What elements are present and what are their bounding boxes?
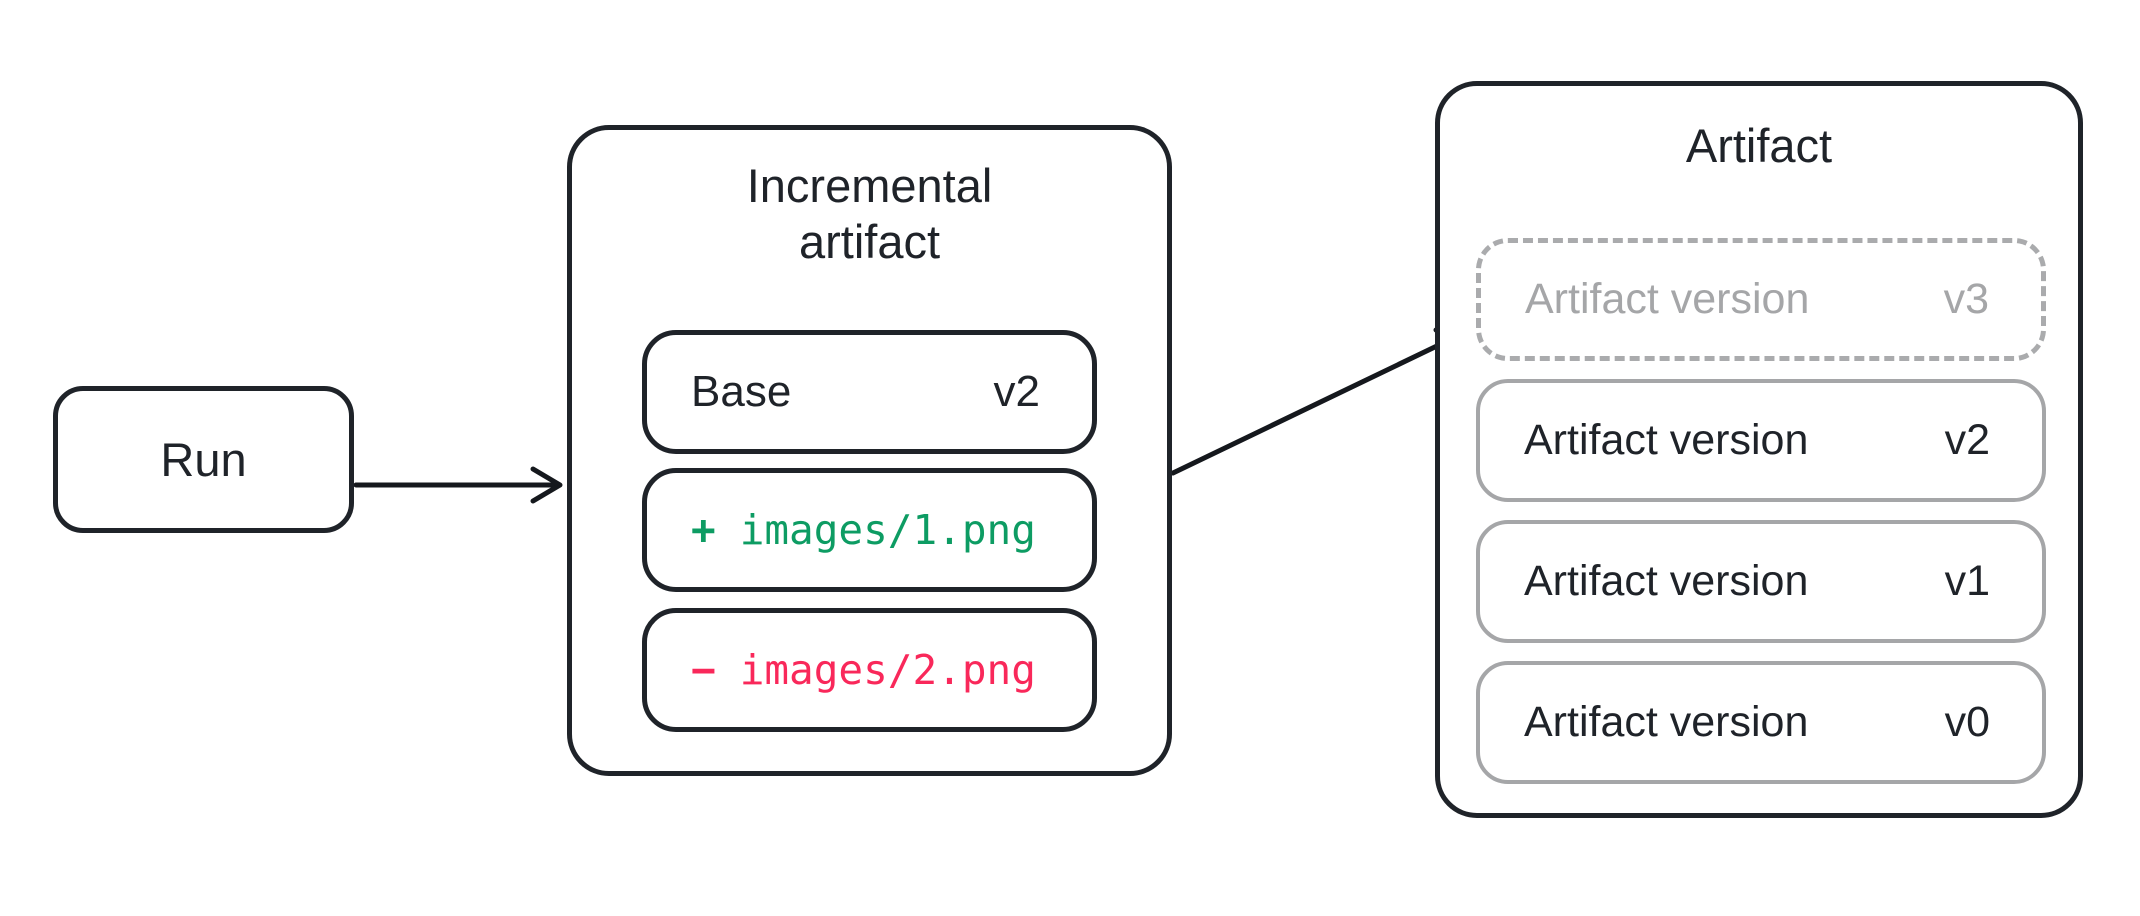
base-label: Base — [691, 367, 792, 416]
artifact-version-label: Artifact version — [1524, 557, 1809, 605]
incremental-artifact-title: Incremental artifact — [746, 159, 993, 268]
artifact-version-label: Artifact version — [1524, 416, 1809, 464]
removed-file-path: images/2.png — [739, 646, 1036, 694]
artifact-version-label: Artifact version — [1524, 698, 1809, 746]
base-version: v2 — [993, 367, 1040, 416]
artifact-version-number: v2 — [1944, 416, 1990, 464]
artifact-version-number: v1 — [1944, 557, 1990, 605]
artifact-version-label: Artifact version — [1525, 275, 1810, 323]
run-box: Run — [53, 386, 354, 533]
added-file-path: images/1.png — [739, 506, 1036, 554]
arrow-incremental-to-artifact-version — [1170, 327, 1470, 476]
artifact-version-row: Artifact version v1 — [1476, 520, 2046, 643]
artifact-version-row: Artifact version v2 — [1476, 379, 2046, 502]
base-version-row: Base v2 — [642, 330, 1097, 454]
artifact-version-number: v0 — [1944, 698, 1990, 746]
arrow-run-to-incremental — [353, 466, 563, 504]
artifact-title: Artifact — [1685, 119, 1833, 172]
added-file-row: + images/1.png — [642, 468, 1097, 592]
artifact-version-number: v3 — [1943, 275, 1989, 323]
minus-icon: − — [691, 646, 716, 694]
artifact-version-row: Artifact version v0 — [1476, 661, 2046, 784]
plus-icon: + — [691, 506, 716, 554]
incremental-artifact-box: Incremental artifact Base v2 + images/1.… — [567, 125, 1172, 776]
artifact-box: Artifact Artifact version v3 Artifact ve… — [1435, 81, 2083, 818]
run-label: Run — [160, 433, 247, 486]
artifact-version-row-pending: Artifact version v3 — [1476, 238, 2046, 361]
removed-file-row: − images/2.png — [642, 608, 1097, 732]
